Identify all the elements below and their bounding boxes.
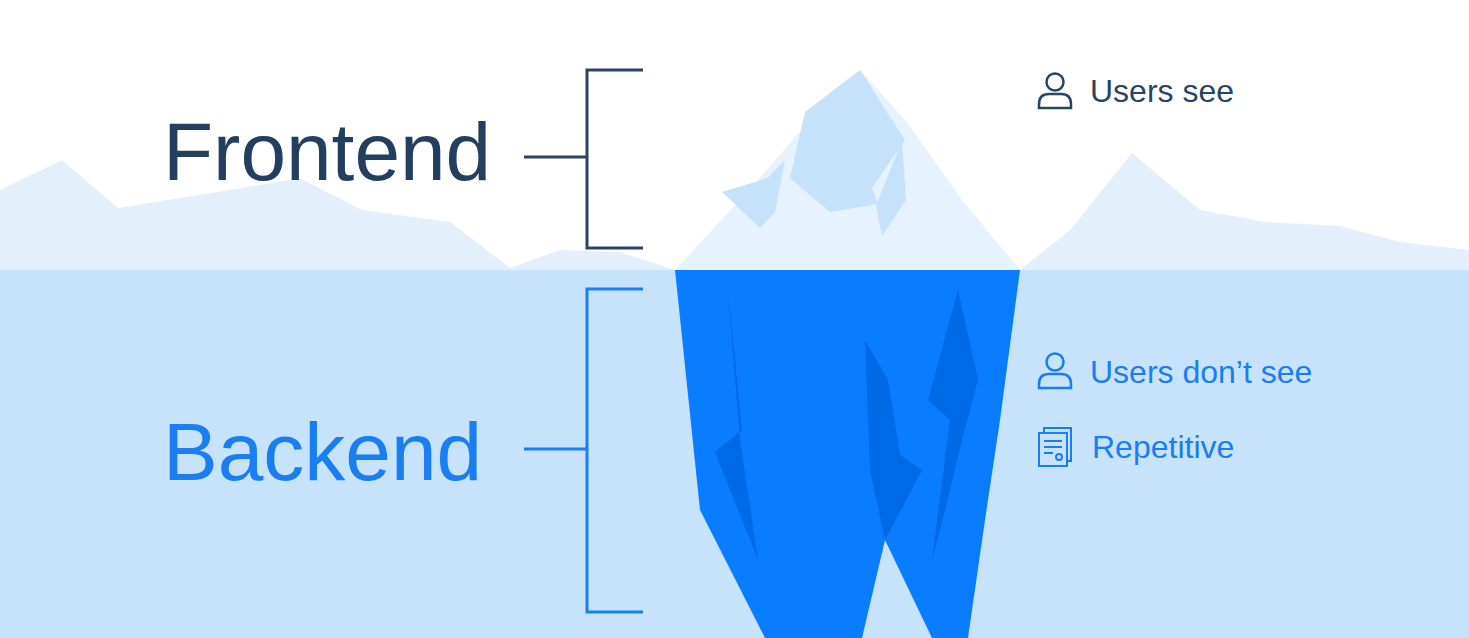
iceberg-shade <box>865 340 922 540</box>
backend-bracket <box>524 289 643 612</box>
iceberg-tip <box>675 70 1020 270</box>
layer-note: Users see <box>1090 75 1234 107</box>
iceberg-shade <box>715 290 758 560</box>
document-icon <box>1039 428 1071 466</box>
frontend-bracket <box>524 70 643 248</box>
layer-title: Frontend <box>163 111 491 193</box>
layer-title: Backend <box>163 411 482 493</box>
water <box>0 270 1469 638</box>
layer-note: Repetitive <box>1092 431 1234 463</box>
layer-note: Users don’t see <box>1090 356 1312 388</box>
user-icon <box>1039 354 1071 389</box>
iceberg-body <box>675 270 1020 638</box>
iceberg-highlight <box>722 160 785 228</box>
iceberg-highlight <box>876 140 906 236</box>
iceberg-shade <box>928 290 978 560</box>
user-icon <box>1039 74 1071 109</box>
